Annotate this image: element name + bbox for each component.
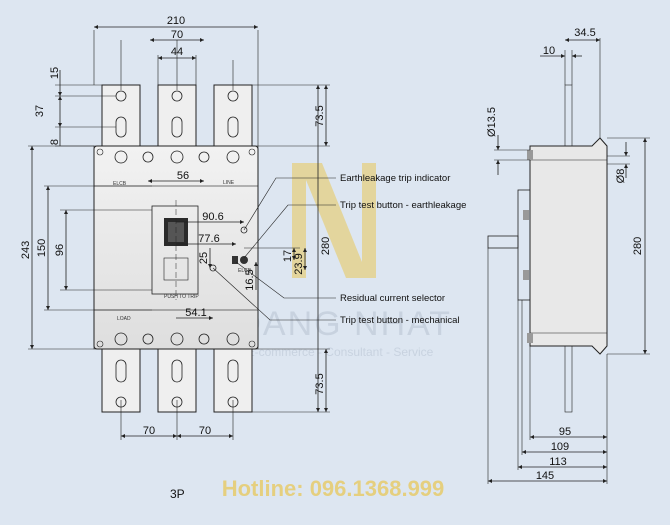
dim-70-bottom-left: 70 <box>143 425 155 437</box>
dim-109: 109 <box>551 441 569 453</box>
svg-text:ELCB: ELCB <box>238 268 252 274</box>
side-handle <box>487 235 519 249</box>
dim-70-bottom-right: 70 <box>199 425 211 437</box>
dim-96: 96 <box>54 244 66 256</box>
dim-145: 145 <box>536 470 554 482</box>
front-dimensions: 210 70 44 15 37 8 243 150 96 <box>20 15 332 440</box>
callout-test-button-earthleakage: Trip test button - earthleakage <box>340 200 466 211</box>
top-terminals <box>101 84 253 156</box>
callout-residual-selector: Residual current selector <box>340 293 445 304</box>
callouts: Earthleakage trip indicator Trip test bu… <box>212 173 466 326</box>
dim-95: 95 <box>559 426 571 438</box>
dim-280-side: 280 <box>632 237 644 255</box>
dim-150: 150 <box>36 239 48 257</box>
dim-210: 210 <box>167 15 185 27</box>
handle-frame <box>151 205 199 295</box>
front-view: ELCB LINE LOAD PUSH TO TRIP ELCB <box>93 84 259 413</box>
residual-current-selector[interactable] <box>232 256 238 264</box>
side-body <box>529 137 608 355</box>
dim-15: 15 <box>49 67 61 79</box>
dim-70-top: 70 <box>171 29 183 41</box>
dim-23-9: 23.9 <box>293 253 305 274</box>
push-to-trip-label: PUSH TO TRIP <box>164 294 199 300</box>
dim-73-5-top: 73.5 <box>314 105 326 126</box>
dim-280-front: 280 <box>320 237 332 255</box>
side-view <box>487 84 608 413</box>
dim-dia-8: Ø8 <box>615 169 627 184</box>
dim-34-5: 34.5 <box>574 27 595 39</box>
dim-25: 25 <box>198 252 210 264</box>
dim-44: 44 <box>171 46 183 58</box>
dim-243: 243 <box>20 241 32 259</box>
dim-10: 10 <box>543 45 555 57</box>
dim-54-1: 54.1 <box>185 307 206 319</box>
hotline-text: Hotline: 096.1368.999 <box>222 476 445 501</box>
load-label: LOAD <box>117 316 131 322</box>
callout-earthleakage-indicator: Earthleakage trip indicator <box>340 173 450 184</box>
dim-113: 113 <box>549 456 567 468</box>
dim-73-5-bottom: 73.5 <box>314 373 326 394</box>
earthleakage-trip-indicator <box>240 226 248 234</box>
dim-37: 37 <box>34 105 46 117</box>
dim-77-6: 77.6 <box>198 233 219 245</box>
dim-17: 17 <box>282 250 294 262</box>
side-dimensions: 10 34.5 Ø13.5 Ø8 280 95 109 113 145 <box>486 27 650 484</box>
dim-dia-13-5: Ø13.5 <box>486 107 498 137</box>
callout-test-button-mechanical: Trip test button - mechanical <box>340 315 460 326</box>
watermark-tagline: E-commerce - Consultant - Service <box>247 345 434 359</box>
brand-plate-label: ELCB <box>113 181 127 187</box>
dim-8: 8 <box>49 139 61 145</box>
model-label: 3P <box>170 487 185 501</box>
dim-56: 56 <box>177 170 189 182</box>
line-label: LINE <box>223 180 235 186</box>
earthleakage-test-button[interactable] <box>240 256 248 264</box>
dim-90-6: 90.6 <box>202 211 223 223</box>
